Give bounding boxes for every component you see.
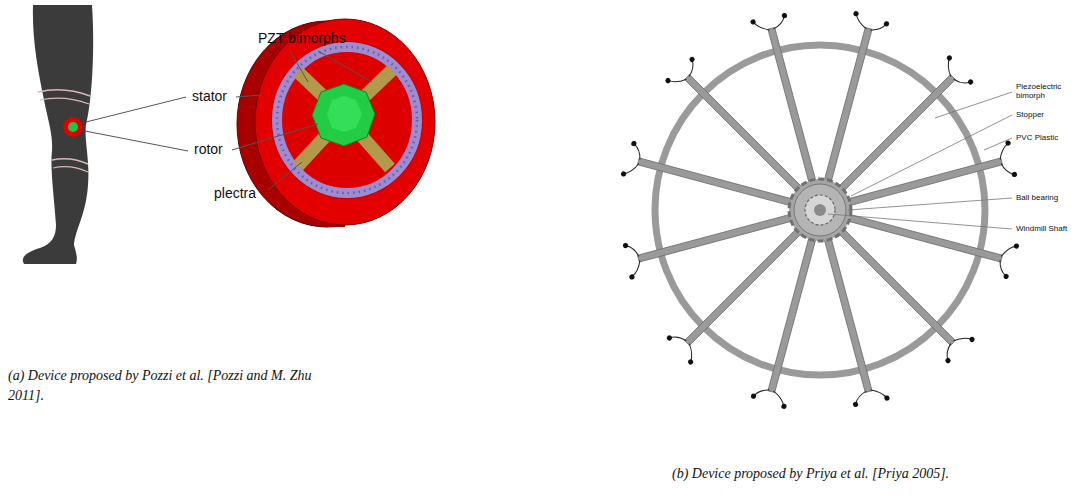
part-label: PZT bimorphs bbox=[258, 30, 346, 47]
leader-lines bbox=[984, 138, 1012, 150]
windmill-device bbox=[655, 45, 985, 375]
harvester-device bbox=[237, 19, 435, 227]
windmill-device bbox=[620, 200, 795, 280]
part-label: PVC Plastic bbox=[1016, 133, 1070, 142]
windmill-device bbox=[828, 218, 976, 366]
windmill-device bbox=[814, 204, 826, 216]
leader-lines bbox=[85, 51, 372, 190]
leader-lines bbox=[85, 131, 188, 151]
windmill-device bbox=[794, 184, 846, 236]
part-label: rotor bbox=[194, 141, 223, 158]
harvester-device bbox=[277, 47, 417, 193]
leader-lines bbox=[232, 124, 318, 150]
subfigure-caption: (b) Device proposed by Priya et al. [Pri… bbox=[672, 464, 1062, 484]
leader-lines bbox=[828, 92, 1012, 229]
leg-silhouette bbox=[52, 159, 88, 164]
leader-lines bbox=[318, 51, 372, 82]
leader-lines bbox=[86, 97, 186, 122]
windmill-device bbox=[620, 140, 795, 220]
leader-lines bbox=[848, 198, 1012, 210]
leader-lines bbox=[290, 51, 308, 82]
harvester-device bbox=[298, 70, 392, 168]
windmill-device bbox=[750, 234, 830, 409]
leader-lines bbox=[828, 214, 1012, 229]
leader-lines bbox=[935, 92, 1012, 118]
harvester-device bbox=[255, 19, 435, 225]
windmill-device bbox=[664, 218, 812, 366]
harvester-device bbox=[271, 41, 423, 199]
subfigure-caption: (a) Device proposed by Pozzi et al. [Poz… bbox=[8, 366, 338, 405]
windmill-device bbox=[664, 54, 812, 202]
leg-silhouette bbox=[68, 122, 78, 132]
windmill-device bbox=[810, 10, 890, 185]
leg-silhouette bbox=[38, 90, 90, 96]
windmill-device bbox=[789, 179, 851, 241]
harvester-device bbox=[312, 84, 375, 146]
harvester-device bbox=[327, 96, 362, 132]
part-label: Windmill Shaft bbox=[1016, 224, 1070, 233]
windmill-device bbox=[844, 200, 1019, 280]
leg-silhouette bbox=[63, 117, 83, 137]
windmill-device bbox=[620, 10, 1019, 409]
harvester-device bbox=[277, 47, 417, 193]
leg-silhouette bbox=[23, 5, 93, 264]
part-label: stator bbox=[192, 88, 227, 105]
part-label: Stopper bbox=[1016, 110, 1070, 119]
windmill-device bbox=[810, 234, 890, 409]
part-label: plectra bbox=[214, 185, 256, 202]
leader-lines bbox=[851, 115, 1012, 196]
part-label: Ball bearing bbox=[1016, 193, 1070, 202]
leg-silhouette bbox=[23, 5, 93, 264]
windmill-device bbox=[844, 140, 1019, 220]
windmill-device bbox=[805, 195, 835, 225]
leader-lines bbox=[268, 162, 302, 190]
leader-lines bbox=[236, 95, 262, 97]
windmill-device bbox=[828, 54, 976, 202]
leg-silhouette bbox=[40, 98, 89, 104]
windmill-device bbox=[750, 10, 830, 185]
leg-silhouette bbox=[53, 167, 88, 172]
part-label: Piezoelectric bimorph bbox=[1016, 82, 1070, 100]
